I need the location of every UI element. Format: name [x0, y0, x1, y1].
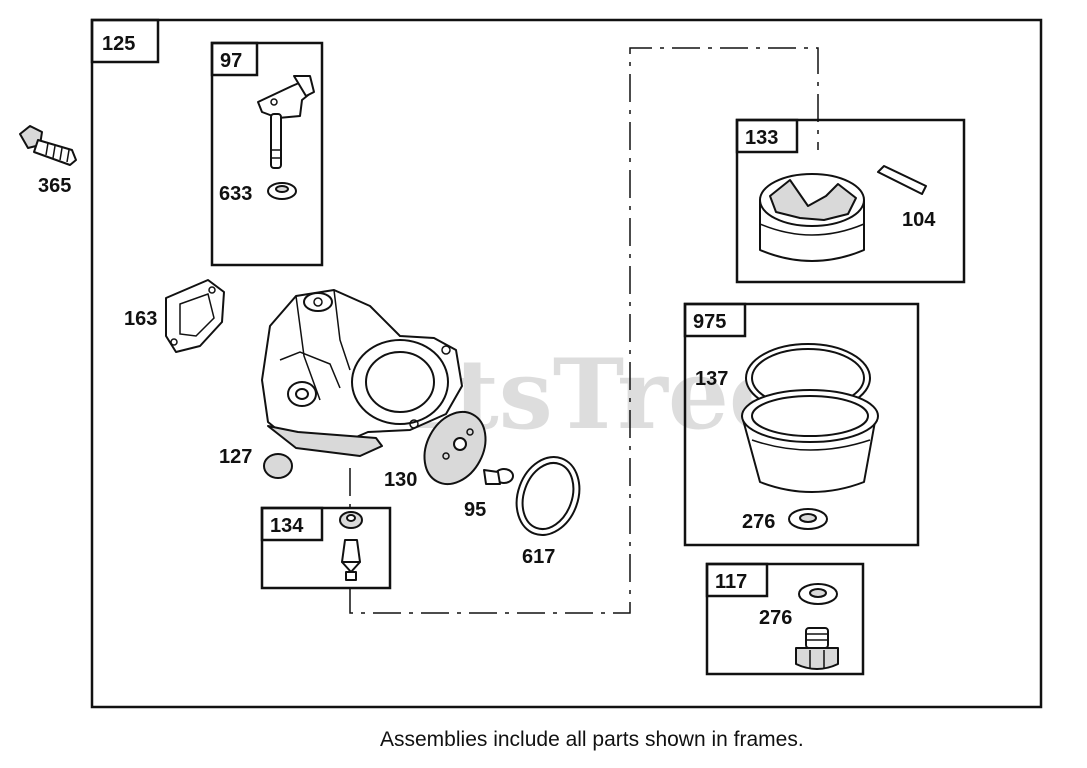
frame-125-label: 125 [102, 33, 135, 55]
part-label-137: 137 [695, 368, 728, 390]
part-label-130: 130 [384, 469, 417, 491]
frame-133-label: 133 [745, 127, 778, 149]
washer-276-bowl-drawing [788, 508, 828, 530]
frame-117-label-box [705, 562, 769, 598]
plate-130-drawing [423, 410, 487, 486]
pin-104-drawing [877, 165, 927, 195]
part-label-163: 163 [124, 308, 157, 330]
frame-975-label: 975 [693, 311, 726, 333]
bowl-975-drawing [741, 343, 879, 493]
part-label-127: 127 [219, 446, 252, 468]
part-label-276-bowl: 276 [742, 511, 775, 533]
part-label-276-nut: 276 [759, 607, 792, 629]
washer-276-nut-drawing [798, 583, 838, 605]
plug-127-drawing [263, 453, 293, 479]
gasket-163-drawing [165, 279, 225, 353]
frame-117-label: 117 [715, 571, 747, 593]
frame-134-label: 134 [270, 515, 304, 537]
part-label-633: 633 [219, 183, 252, 205]
nut-117-drawing [795, 627, 839, 670]
throttle-shaft-drawing [257, 75, 315, 169]
frame-97 [210, 41, 324, 267]
assemblies-footnote: Assemblies include all parts shown in fr… [380, 728, 804, 751]
frame-975-label-box [683, 302, 747, 338]
part-label-95: 95 [464, 499, 486, 521]
frame-134-label-box [260, 506, 324, 542]
seal-633-drawing [267, 182, 297, 200]
screw-95-drawing [483, 468, 514, 485]
frame-125-label-box [90, 18, 160, 64]
float-133-drawing [759, 173, 865, 262]
part-label-365: 365 [38, 175, 71, 197]
frame-97-label-box [210, 41, 259, 77]
frame-97-label: 97 [220, 50, 242, 72]
part-label-617: 617 [522, 546, 555, 568]
frame-975 [683, 302, 920, 547]
frame-133-label-box [735, 118, 799, 154]
frame-117 [705, 562, 865, 676]
o-ring-617-drawing [515, 456, 581, 536]
frame-125 [90, 18, 1043, 709]
frame-134 [260, 506, 392, 590]
leader-line-float [349, 47, 819, 614]
frame-133 [735, 118, 966, 284]
part-label-104: 104 [902, 209, 936, 231]
carburetor-body-drawing [261, 289, 463, 457]
needle-134-drawing [339, 511, 363, 581]
bolt-365-drawing [19, 125, 77, 166]
